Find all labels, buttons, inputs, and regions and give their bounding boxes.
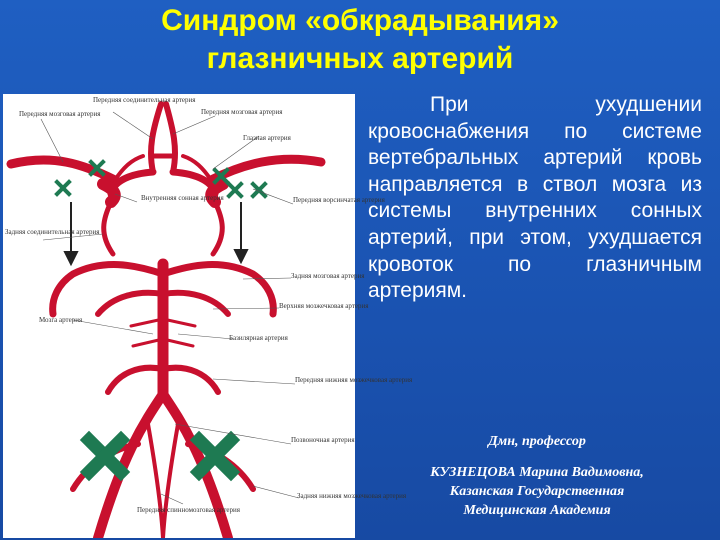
block-marker-small-1 xyxy=(54,179,72,197)
block-marker-large-left xyxy=(79,430,131,482)
label-ant-cerebral-left: Передняя мозговая артерия xyxy=(19,110,101,118)
block-marker-small-3 xyxy=(212,167,230,185)
slide-title: Синдром «обкрадывания» глазничных артери… xyxy=(0,2,720,78)
label-basilar-branch: Мозга артерия xyxy=(39,316,83,324)
block-marker-large-right xyxy=(189,430,241,482)
middle-cerebral-artery-left xyxy=(6,155,120,185)
title-line-2: глазничных артерий xyxy=(206,42,514,75)
pontine-branch-r1 xyxy=(161,317,197,328)
anterior-spinal-artery xyxy=(146,422,165,538)
explanation-text: При ухудшении кровоснабжения по системе … xyxy=(368,92,702,305)
explanation-body: При ухудшении кровоснабжения по системе … xyxy=(368,93,702,303)
arrow-head-right xyxy=(233,249,249,265)
label-ant-spinal: Передняя спинномозговая артерия xyxy=(137,506,240,514)
label-ant-choroidal: Передняя ворсинчатая артерия xyxy=(293,196,385,204)
superior-cerebellar-right xyxy=(160,289,231,317)
pontine-branch-l2 xyxy=(131,337,165,348)
posterior-cerebral-right xyxy=(159,261,277,318)
block-marker-small-5 xyxy=(250,181,268,199)
posterior-cerebral-left xyxy=(49,261,167,318)
block-marker-small-4 xyxy=(226,181,244,199)
label-post-communicating: Задняя соединительная артерия xyxy=(5,228,100,236)
label-internal-carotid: Внутренняя сонная артерия xyxy=(141,194,224,202)
circle-of-willis-diagram: Передняя соединительная артерия Передняя… xyxy=(3,94,413,538)
label-pica: Задняя нижняя мозжечковая артерия xyxy=(297,492,407,500)
aica-right xyxy=(160,364,221,395)
internal-carotid-left xyxy=(97,178,121,208)
ophthalmic-artery-left xyxy=(113,154,145,182)
pontine-branch-l1 xyxy=(129,317,165,328)
label-vertebral: Позвоночная артерия xyxy=(291,436,355,444)
label-post-cerebral: Задняя мозговая артерия xyxy=(291,272,365,280)
label-aica: Передняя нижняя мозжечковая артерия xyxy=(295,376,413,384)
author-degree: Дмн, профессор xyxy=(488,434,586,449)
label-ant-cerebral-right: Передняя мозговая артерия xyxy=(201,108,283,116)
block-marker-small-2 xyxy=(88,159,106,177)
posterior-communicating-left xyxy=(101,199,116,257)
superior-cerebellar-left xyxy=(95,289,166,317)
aica-left xyxy=(105,364,166,395)
author-institution-1: Казанская Государственная xyxy=(449,484,625,499)
anterior-spinal-artery-2 xyxy=(161,422,180,538)
ophthalmic-artery-right xyxy=(181,154,213,182)
title-line-1: Синдром «обкрадывания» xyxy=(161,4,559,37)
author-name: КУЗНЕЦОВА Марина Вадимовна, xyxy=(430,465,644,480)
anterior-cerebral-artery-right xyxy=(163,101,178,175)
label-ophthalmic: Глазная артерия xyxy=(243,134,291,142)
label-sup-cerebellar: Верхняя мозжечковая артерия xyxy=(279,302,369,310)
pontine-branch-r2 xyxy=(161,337,195,348)
anterior-cerebral-artery-left xyxy=(148,101,164,175)
arrow-head-left xyxy=(63,251,79,267)
label-ant-communicating: Передняя соединительная артерия xyxy=(93,96,196,104)
posterior-communicating-right xyxy=(210,199,225,257)
author-block: Дмн, профессор КУЗНЕЦОВА Марина Вадимовн… xyxy=(372,432,702,520)
author-institution-2: Медицинская Академия xyxy=(463,503,611,518)
artery-illustration xyxy=(6,101,326,538)
label-basilar: Базилярная артерия xyxy=(229,334,288,342)
